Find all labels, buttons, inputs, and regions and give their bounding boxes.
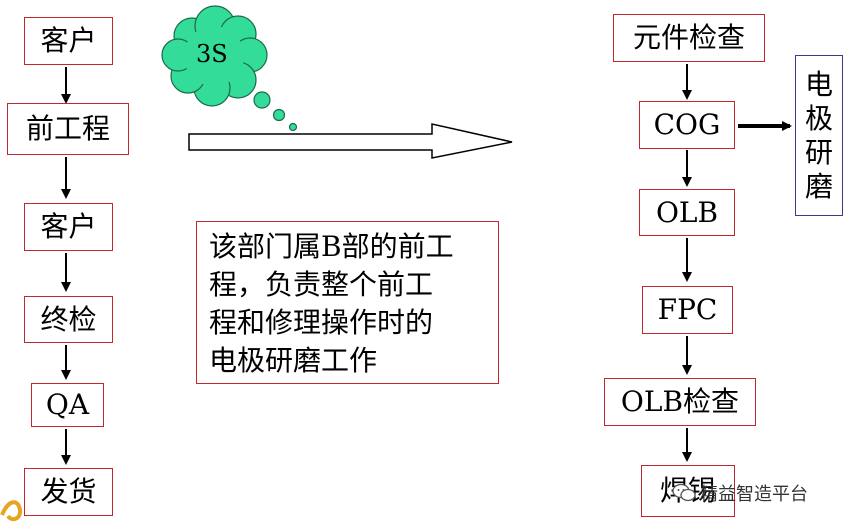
side-char-1: 电 xyxy=(804,67,833,101)
left-step-customer-2: 客户 xyxy=(24,203,113,251)
left-step-qa: QA xyxy=(31,383,104,427)
description-box: 该部门属B部的前工 程，负责整个前工 程和修理操作时的 电极研磨工作 xyxy=(196,221,499,384)
description-line-3: 程和修理操作时的 xyxy=(209,306,434,339)
left-step-final-inspection: 终检 xyxy=(24,296,113,343)
watermark: 精益智造平台 xyxy=(672,480,808,506)
right-step-olb-check: OLB检查 xyxy=(604,378,756,426)
side-char-3: 研 xyxy=(804,135,833,169)
right-step-olb: OLB xyxy=(639,189,735,236)
description-line-2: 程，负责整个前工 xyxy=(209,268,434,301)
watermark-text: 精益智造平台 xyxy=(700,484,808,505)
side-char-2: 极 xyxy=(804,101,833,135)
big-hollow-arrow xyxy=(188,123,513,159)
right-step-component-check: 元件检查 xyxy=(613,14,765,62)
side-box-electrode-grinding: 电 极 研 磨 xyxy=(795,55,843,216)
right-step-soldering: 焊锡 xyxy=(641,465,735,517)
decorative-swirl xyxy=(0,500,23,522)
right-step-fpc: FPC xyxy=(642,286,733,334)
left-step-front-process: 前工程 xyxy=(7,103,129,155)
description-line-1: 该部门属B部的前工 xyxy=(209,230,454,263)
thought-cloud xyxy=(161,5,298,132)
wechat-icon xyxy=(672,483,696,502)
left-step-shipping: 发货 xyxy=(24,468,113,516)
cloud-label: 3S xyxy=(196,40,228,68)
left-step-customer-1: 客户 xyxy=(24,17,113,65)
description-line-4: 电极研磨工作 xyxy=(209,344,378,377)
right-step-cog: COG xyxy=(639,101,735,149)
side-char-4: 磨 xyxy=(804,169,833,203)
